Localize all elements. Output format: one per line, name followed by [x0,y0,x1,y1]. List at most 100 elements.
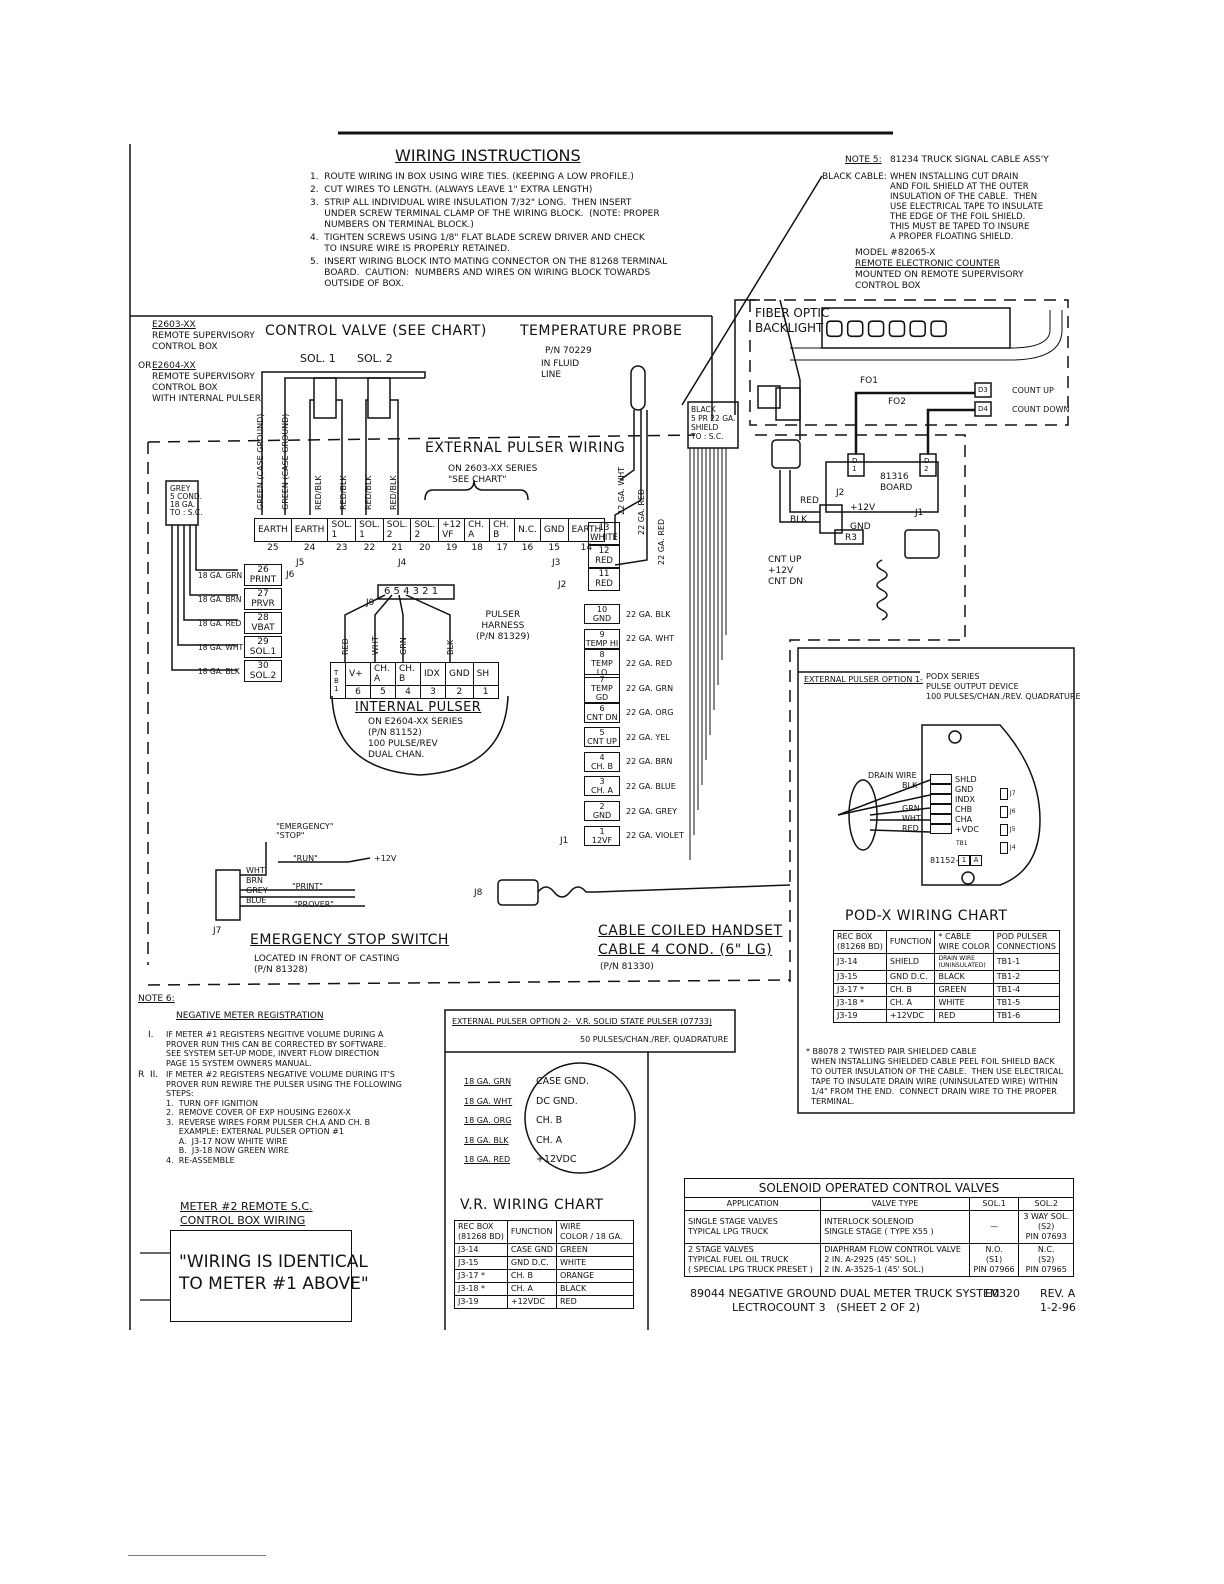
option2-term: CH. B [536,1115,563,1127]
j6-name: SOL.2 [249,671,277,681]
solenoid-header: VALVE TYPE [820,1197,970,1211]
vr-cell: J3-14 [454,1243,508,1257]
instruction-step: 4. TIGHTEN SCREWS USING 1/8" FLAT BLADE … [310,233,645,254]
estop-wire: BRN [246,876,264,885]
terminal-num: 22 [363,543,376,553]
j2-name: WHITE [590,533,618,543]
terminal-num: 19 [445,543,458,553]
j2-name: RED [595,556,613,566]
option2-wire: 18 GA. ORG [464,1116,512,1126]
j6-wire: 18 GA. RED [198,618,242,628]
terminal-num: 21 [391,543,403,553]
j1-wire: 22 GA. BRN [626,757,673,767]
pulser-num: 6 [345,685,371,699]
j8-label: J8 [474,888,483,898]
note6-label: NOTE 6: [138,994,175,1004]
pulser-cell: V+ [345,662,371,686]
j1-name: TEMP HI [585,638,619,648]
table-row: 2 STAGE VALVES TYPICAL FUEL OIL TRUCK ( … [683,1243,1074,1277]
footnote-rule [128,1555,266,1556]
counter-display: ▢▢▢▢▢▢ [826,310,952,343]
note5-text: WHEN INSTALLING CUT DRAIN AND FOIL SHIEL… [890,172,1044,242]
vr-cell: CH. B [506,1269,557,1283]
fo2-label: FO2 [888,397,906,407]
j9-pins: 6 5 4 3 2 1 [384,586,439,597]
j1-wire: 22 GA. ORG [626,708,674,718]
j1-wire: 22 GA. RED [626,658,673,668]
option1-title: EXTERNAL PULSER OPTION 1- [804,675,923,684]
terminal-cell: SOL. 1 [355,518,384,542]
estop-sub: LOCATED IN FRONT OF CASTING (P/N 81328) [254,954,400,975]
estop-run: "RUN" [293,854,318,863]
option1-wire: WHT [902,814,921,823]
temp-probe-pn: P/N 70229 [545,346,592,356]
j6-wire: 18 GA. BLK [198,666,240,676]
footer-line2: LECTROCOUNT 3 (SHEET 2 OF 2) [732,1301,921,1314]
solenoid-header: SOL.1 [968,1197,1020,1211]
j1-num: 5 [599,728,605,738]
terminal-cell: CH. B [489,518,516,542]
note6-p1-num: I. [148,1030,154,1040]
j2-num: 11 [598,569,610,579]
j6-name: VBAT [251,623,275,633]
tb1-terminal: SHLD GND INDX CHB CHA +VDC [930,774,979,834]
black-cable-tag: BLACK 5 PR 22 GA. SHIELD TO : S.C. [691,405,736,441]
vr-cell: CH. A [506,1282,557,1296]
j1-name: GND [592,811,612,821]
vr-cell: WHITE [555,1256,634,1270]
board-label: 81316 BOARD [880,472,913,493]
sol2-label: SOL. 2 [357,352,393,365]
tb1-term: +VDC [955,824,979,834]
solenoid-header: APPLICATION [683,1197,822,1211]
tb1-term: GND [955,784,974,794]
solenoid-cell: 2 STAGE VALVES TYPICAL FUEL OIL TRUCK ( … [683,1243,822,1277]
backlight-label: BACKLIGHT [755,321,824,335]
j6-wire: 18 GA. GRN [198,570,243,580]
pulser-cell: SH [472,662,499,686]
j1-wire: 22 GA. VIOLET [626,831,684,841]
j1-wire: 22 GA. BLK [626,609,671,619]
tb1-term: CHA [955,814,973,824]
option2-title: EXTERNAL PULSER OPTION 2- V.R. SOLID STA… [452,1017,712,1026]
tb1-term: CHB [955,804,973,814]
terminal-num: 25 [267,543,279,553]
j1-name: CH. A [590,786,614,796]
podx-cell: TB1-1 [992,953,1060,971]
j6-num: 27 [257,589,269,599]
terminal-cell: EARTH [254,518,292,542]
handset-pn: (P/N 81330) [600,962,654,972]
table-row: SINGLE STAGE VALVES TYPICAL LPG TRUCK IN… [683,1210,1074,1244]
solenoid-cell: SINGLE STAGE VALVES TYPICAL LPG TRUCK [683,1210,822,1244]
drain-wire-label: DRAIN WIRE [868,771,917,780]
terminal-num: 20 [419,543,431,553]
solenoid-header: SOL.2 [1018,1197,1074,1211]
instruction-step: 3. STRIP ALL INDIVIDUAL WIRE INSULATION … [310,198,660,230]
model-line1: MODEL #82065-X [855,248,936,258]
solenoid-chart-table: SOLENOID OPERATED CONTROL VALVES APPLICA… [683,1178,1074,1277]
footer-date: 1-2-96 [1040,1301,1076,1314]
model-line4: CONTROL BOX [855,281,921,291]
fo1-label: FO1 [860,376,878,386]
j1-name: GND [592,614,612,624]
d1-label: D 1 [852,457,858,473]
count-up-label: COUNT UP [1012,386,1054,395]
note6-p2-num: R II. [138,1070,159,1080]
option2-term: DC GND. [536,1095,578,1107]
estop-wire: WHT [246,866,265,875]
model-line2: REMOTE ELECTRONIC COUNTER [855,259,1000,269]
e2604-label: E2604-XX [152,361,196,371]
d2-label: D 2 [924,457,930,473]
j1-num: 7 [599,674,605,684]
e2603-label: E2603-XX [152,320,196,330]
j1-num: 9 [599,629,605,639]
podx-chart-title: POD-X WIRING CHART [845,908,1008,924]
option1-part: 81152- [930,856,959,865]
estop-print: "PRINT" [292,882,323,891]
note5-title: 81234 TRUCK SIGNAL CABLE ASS'Y [890,155,1049,165]
j1-counter-label: J1 [915,508,924,518]
